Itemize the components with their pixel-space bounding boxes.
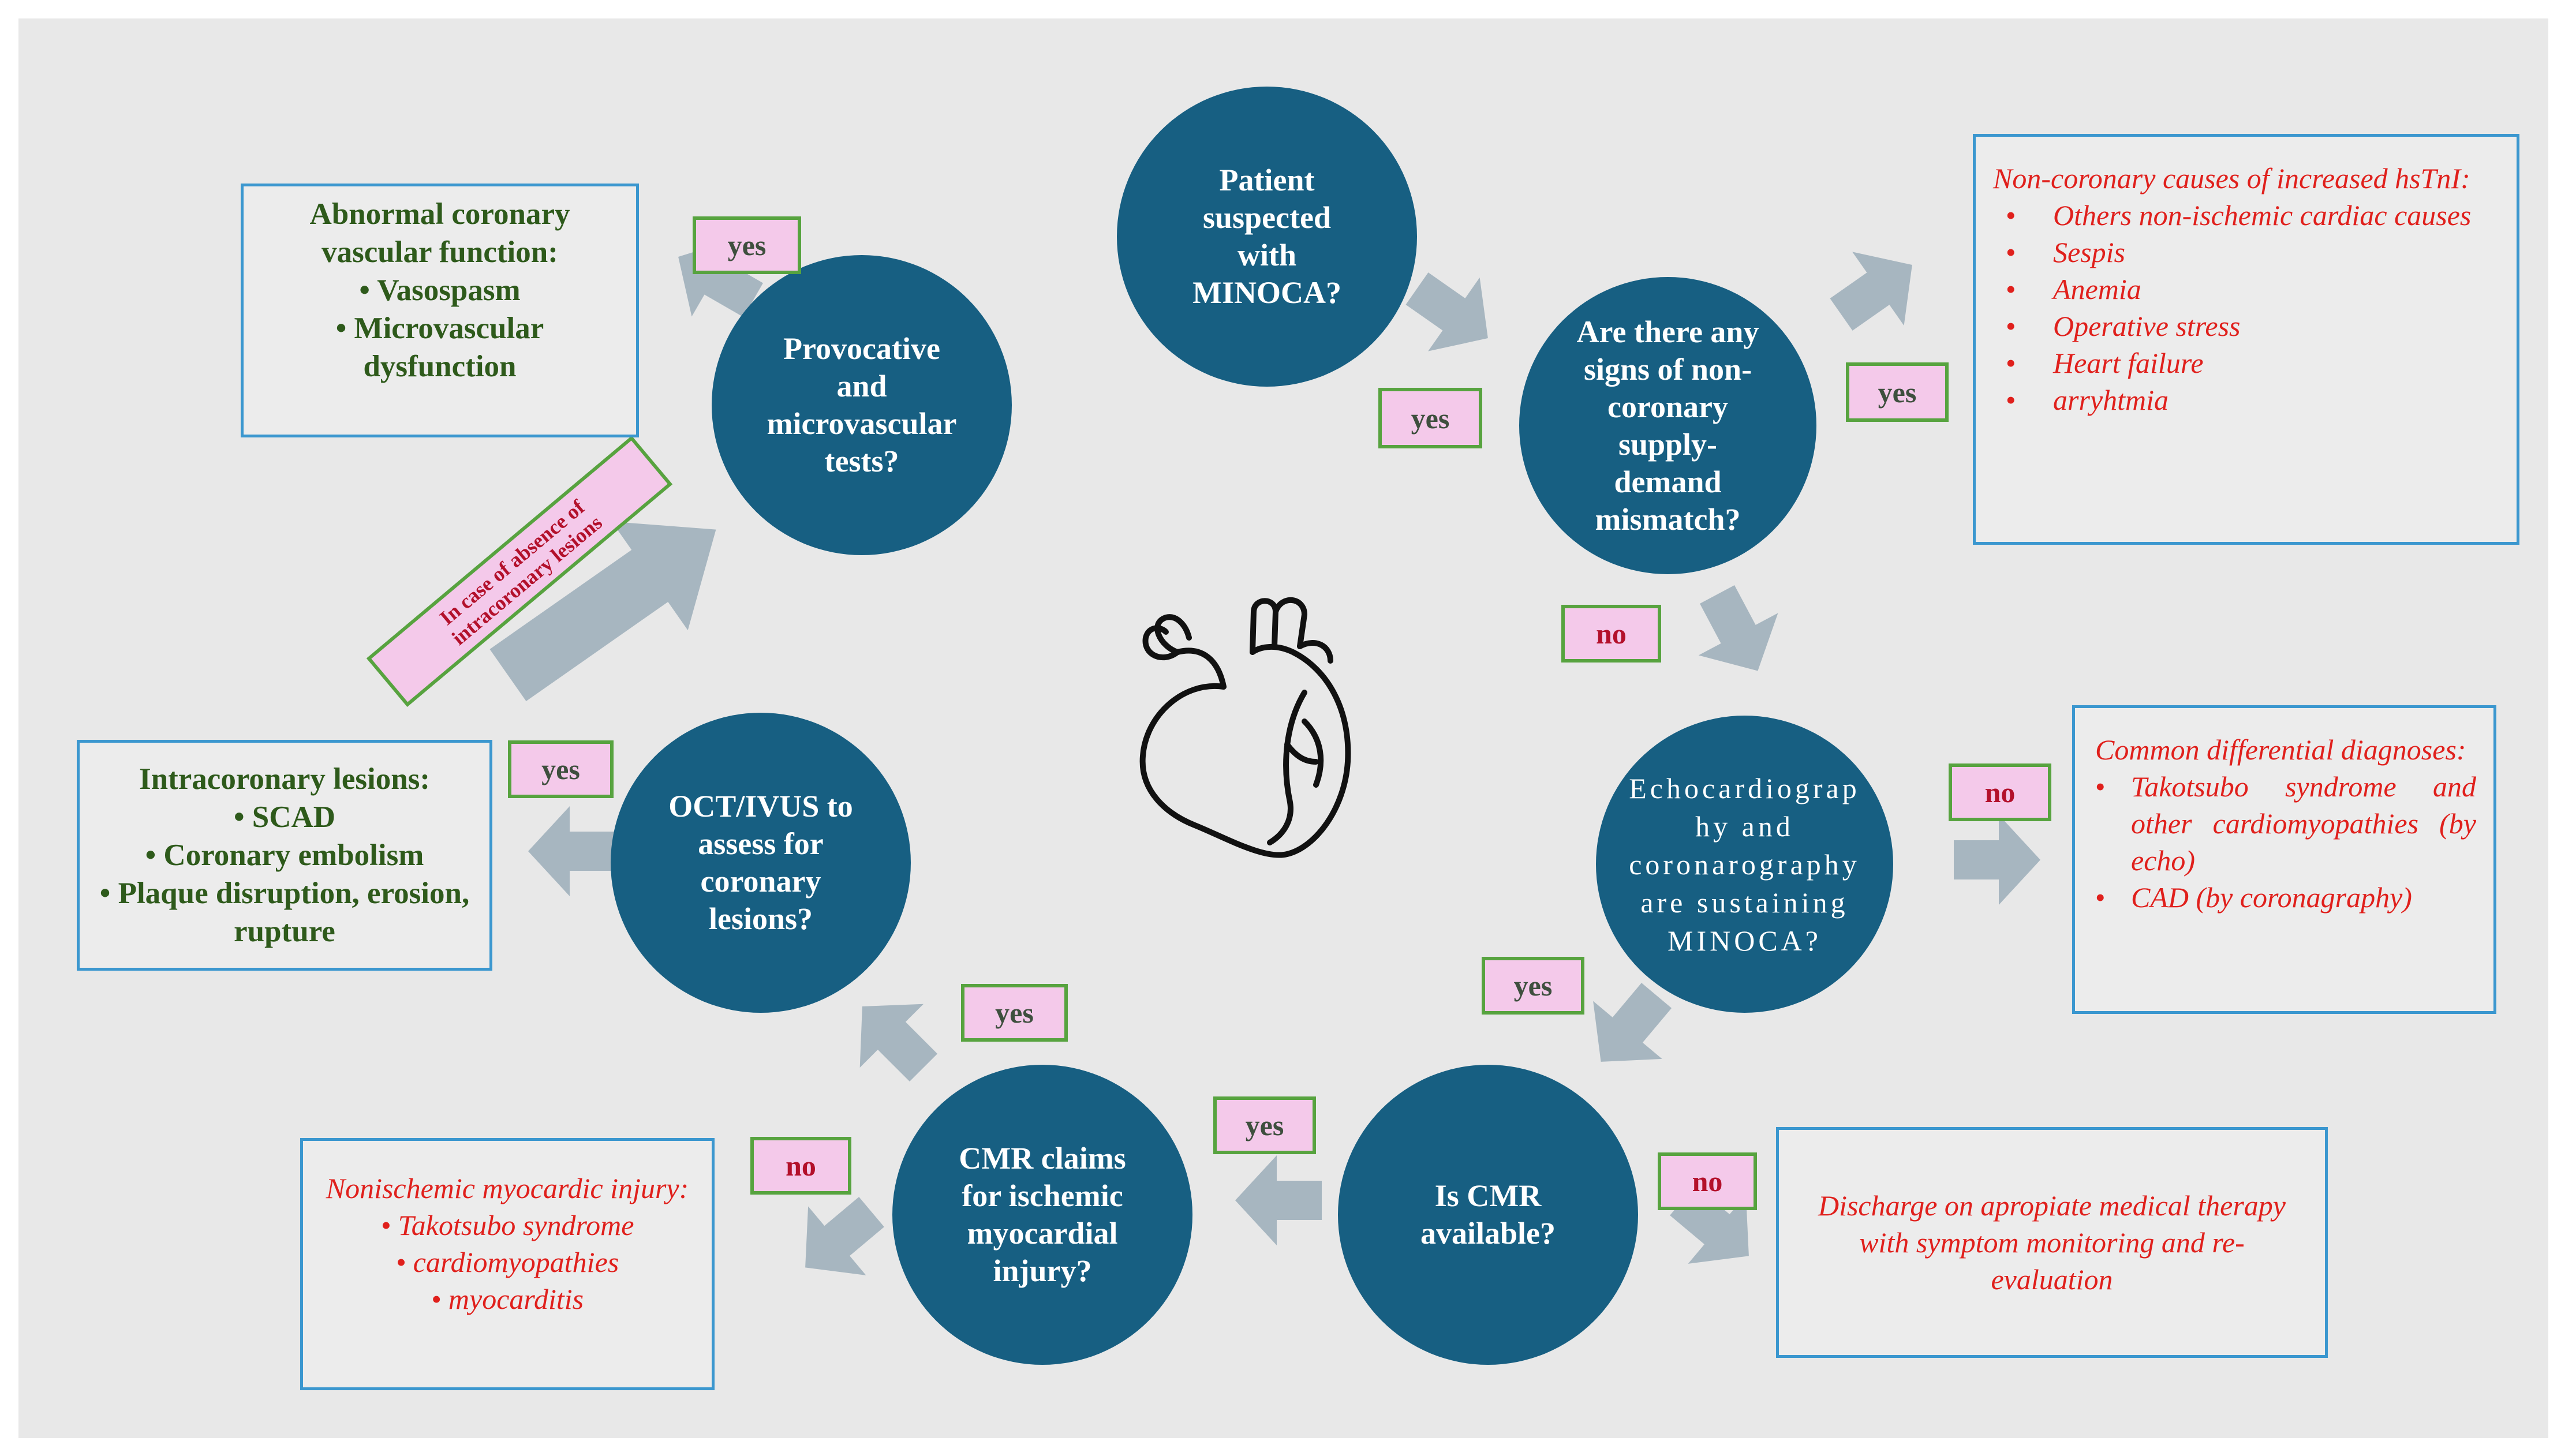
box-differential-diagnoses: Common differential diagnoses: •Takotsub… [2072,705,2496,1014]
differential-title: Common differential diagnoses: [2095,733,2466,766]
intracoronary-list: SCAD Coronary embolism Plaque disruption… [85,798,484,950]
list-item: Sespis [1993,234,2499,271]
arrow-signs-to-noncoronary [1815,228,1938,351]
box-abnormal-vascular-function: Abnormal coronary vascular function: Vas… [241,184,639,437]
circle-cmr-ischemic-injury: CMR claims for ischemic myocardial injur… [892,1065,1192,1365]
noncoronary-title: Non-coronary causes of increased hsTnI: [1993,162,2470,194]
list-item: Others non-ischemic cardiac causes [1993,197,2499,234]
arrow-oct-to-intracoronary [528,806,615,896]
tag-yes-cmr-available: yes [1213,1096,1316,1154]
tag-no-echo: no [1949,763,2051,821]
tag-yes-cmr-claims: yes [961,984,1068,1042]
list-item: SCAD [85,798,484,836]
tag-no-cmr-available: no [1658,1152,1757,1210]
tag-no-signs: no [1561,605,1661,663]
tag-yes-echo: yes [1482,957,1584,1015]
list-item: Microvascular dysfunction [261,309,619,385]
tag-yes-minoca: yes [1378,388,1482,448]
list-item: arryhtmia [1993,381,2499,418]
tag-yes-provocative: yes [693,216,801,274]
list-item: myocarditis [315,1281,700,1317]
arrow-cmr-claims-to-nonischemic [776,1177,901,1302]
arrow-cmr-available-to-cmr-claims [1235,1155,1322,1245]
box-intracoronary-lesions: Intracoronary lesions: SCAD Coronary emb… [77,740,492,971]
noncoronary-list: Others non-ischemic cardiac causes Sespi… [1993,197,2499,418]
list-item: •CAD (by coronagraphy) [2095,881,2412,914]
abnormal-title: Abnormal coronary vascular function: [309,197,570,269]
circle-suspected-minoca: Patient suspected with MINOCA? [1117,87,1417,387]
arrow-echo-to-differential [1954,815,2040,905]
list-item: cardiomyopathies [315,1244,700,1281]
list-item: Takotsubo syndrome [315,1207,700,1244]
list-item: Heart failure [1993,345,2499,381]
nonischemic-list: Takotsubo syndrome cardiomyopathies myoc… [315,1207,700,1317]
tag-yes-oct: yes [508,740,614,798]
differential-list: •Takotsubo syndrome and other cardiomyop… [2095,768,2476,916]
box-discharge: Discharge on apropiate medical therapy w… [1776,1127,2328,1358]
list-item: •Takotsubo syndrome and other cardiomyop… [2095,770,2476,877]
list-item: Vasospasm [261,271,619,309]
circle-supply-demand-mismatch: Are there any signs of non- coronary sup… [1519,277,1816,574]
circle-provocative-tests: Provocative and microvascular tests? [712,255,1012,555]
heart-outline-icon [1139,597,1351,858]
nonischemic-title: Nonischemic myocardic injury: [326,1172,689,1204]
list-item: Coronary embolism [85,836,484,874]
box-noncoronary-causes: Non-coronary causes of increased hsTnI: … [1973,134,2519,545]
arrow-signs-to-echo [1677,573,1798,693]
list-item: Plaque disruption, erosion, rupture [85,874,484,950]
circle-echo-coronarography: Echocardiograp hy and coronarography are… [1596,716,1893,1013]
circle-cmr-available: Is CMR available? [1338,1065,1638,1365]
discharge-text: Discharge on apropiate medical therapy w… [1818,1189,2286,1296]
arrow-cmr-claims-to-oct [830,974,956,1100]
list-item: Anemia [1993,271,2499,308]
abnormal-list: Vasospasm Microvascular dysfunction [261,271,619,385]
box-nonischemic-injury: Nonischemic myocardic injury: Takotsubo … [300,1138,715,1390]
tag-yes-noncoronary: yes [1846,362,1949,422]
tag-no-cmr-claims: no [750,1137,851,1195]
circle-oct-ivus: OCT/IVUS to assess for coronary lesions? [611,713,911,1013]
intracoronary-title: Intracoronary lesions: [139,762,430,796]
list-item: Operative stress [1993,308,2499,345]
